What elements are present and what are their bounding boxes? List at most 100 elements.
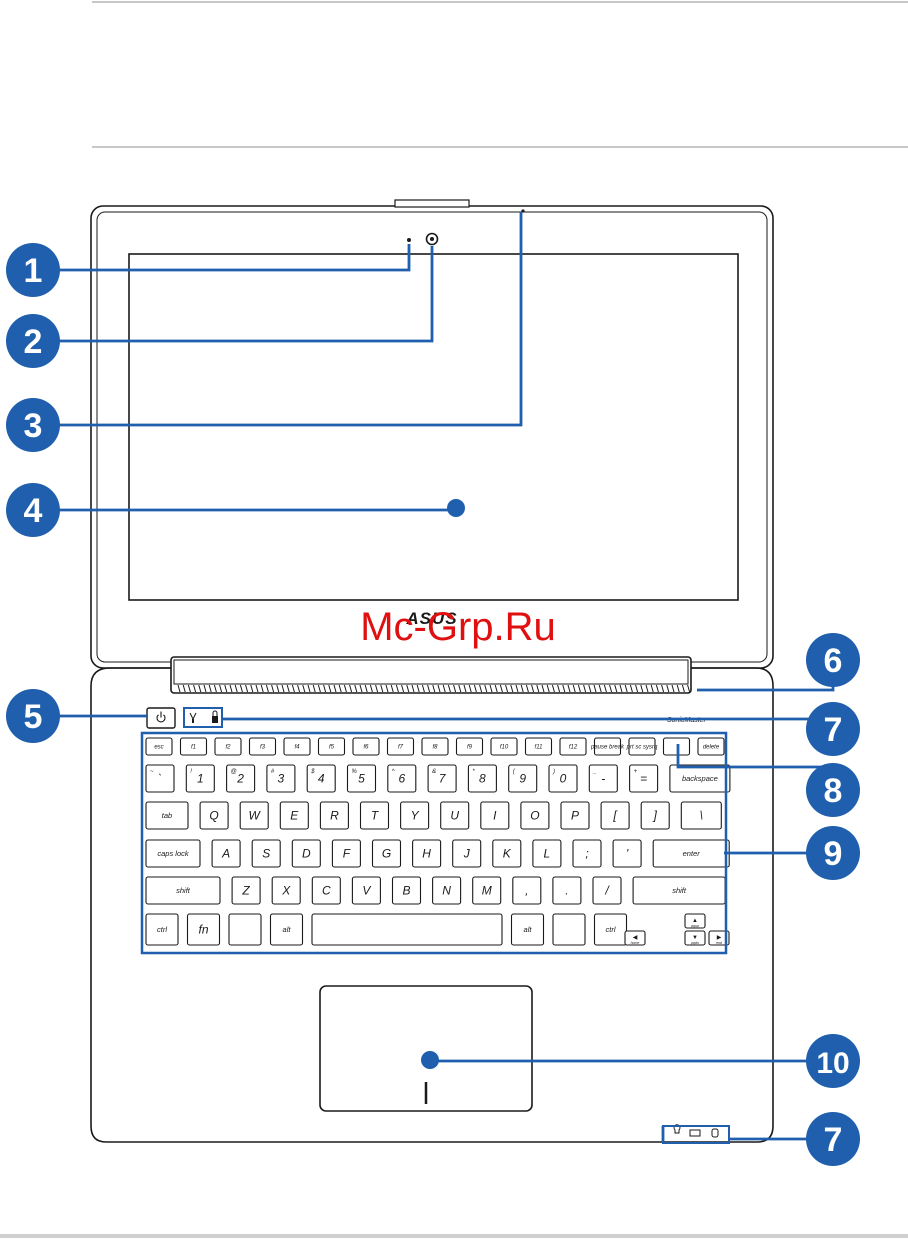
- key-esc[interactable]: esc: [145, 737, 173, 756]
- key-h[interactable]: H: [412, 839, 442, 868]
- key-s[interactable]: S: [251, 839, 281, 868]
- key--[interactable]: `~: [145, 764, 175, 793]
- key-t[interactable]: T: [359, 801, 390, 830]
- key-p[interactable]: P: [560, 801, 590, 830]
- key-label: 2: [236, 772, 244, 786]
- key-f8[interactable]: f8: [421, 737, 449, 756]
- key--[interactable]: ;: [572, 839, 602, 868]
- key--[interactable]: [: [600, 801, 630, 830]
- key-9[interactable]: 9(: [508, 764, 538, 793]
- key-tab[interactable]: tab: [145, 801, 189, 830]
- key--[interactable]: ]: [640, 801, 670, 830]
- key-alt[interactable]: alt: [510, 913, 545, 946]
- key-left[interactable]: ◀home: [624, 930, 646, 946]
- key-y[interactable]: Y: [400, 801, 430, 830]
- key-f11[interactable]: f11: [524, 737, 553, 756]
- key--[interactable]: -_: [588, 764, 618, 793]
- key-z[interactable]: Z: [231, 876, 261, 905]
- key-up[interactable]: ▲pgup: [684, 913, 706, 929]
- key-5[interactable]: 5%: [346, 764, 377, 793]
- key-d[interactable]: D: [291, 839, 321, 868]
- key-label: ;: [585, 847, 588, 861]
- key-alt[interactable]: alt: [269, 913, 304, 946]
- key-label: caps lock: [157, 849, 190, 858]
- key-8[interactable]: 8*: [467, 764, 497, 793]
- key-blank-0-15[interactable]: [662, 737, 691, 756]
- key-n[interactable]: N: [432, 876, 462, 905]
- key-o[interactable]: O: [520, 801, 550, 830]
- key-right[interactable]: ▶end: [708, 930, 730, 946]
- key-q[interactable]: Q: [199, 801, 229, 830]
- key-c[interactable]: C: [311, 876, 341, 905]
- key-v[interactable]: V: [351, 876, 381, 905]
- key-label: Y: [411, 809, 420, 823]
- key-caps-lock[interactable]: caps lock: [145, 839, 201, 868]
- callout-8-splendid-key: 8: [806, 763, 860, 817]
- key-1[interactable]: 1!: [185, 764, 215, 793]
- key-x[interactable]: X: [271, 876, 301, 905]
- key-2[interactable]: 2@: [226, 764, 256, 793]
- key-u[interactable]: U: [440, 801, 470, 830]
- key-ctrl[interactable]: ctrl: [145, 913, 179, 946]
- key-f9[interactable]: f9: [455, 737, 484, 756]
- key-f1[interactable]: f1: [179, 737, 208, 756]
- key-f12[interactable]: f12: [559, 737, 587, 756]
- key-b[interactable]: B: [391, 876, 422, 905]
- key-i[interactable]: I: [480, 801, 510, 830]
- callout-2-camera: 2: [6, 314, 60, 368]
- key-down[interactable]: ▼pgdn: [684, 930, 706, 946]
- key-blank-5-6[interactable]: [552, 913, 586, 946]
- key-ctrl[interactable]: ctrl: [593, 913, 628, 946]
- key-e[interactable]: E: [279, 801, 309, 830]
- key-label: V: [362, 884, 371, 898]
- key-pause-break[interactable]: pause break: [590, 737, 625, 756]
- key--[interactable]: ,: [512, 876, 542, 905]
- key-0[interactable]: 0): [548, 764, 578, 793]
- key--[interactable]: =+: [629, 764, 659, 793]
- key-a[interactable]: A: [211, 839, 241, 868]
- key-g[interactable]: G: [371, 839, 402, 868]
- key-k[interactable]: K: [492, 839, 522, 868]
- key-fn[interactable]: fn: [186, 913, 221, 946]
- key-l[interactable]: L: [532, 839, 562, 868]
- key-prt-sc-sysrq[interactable]: prt sc sysrq: [626, 737, 658, 756]
- key-j[interactable]: J: [452, 839, 482, 868]
- callout-number: 3: [24, 407, 43, 445]
- touchpad[interactable]: [319, 985, 533, 1112]
- key-f[interactable]: F: [331, 839, 361, 868]
- key-3[interactable]: 3#: [266, 764, 296, 793]
- key-f7[interactable]: f7: [386, 737, 415, 756]
- key-f5[interactable]: f5: [317, 737, 346, 756]
- key-f2[interactable]: f2: [214, 737, 242, 756]
- key--[interactable]: ': [612, 839, 642, 868]
- key-6[interactable]: 6^: [387, 764, 417, 793]
- key-shift[interactable]: shift: [145, 876, 221, 905]
- key-f3[interactable]: f3: [248, 737, 277, 756]
- key-f6[interactable]: f6: [352, 737, 380, 756]
- key--[interactable]: \: [680, 801, 722, 830]
- key-w[interactable]: W: [239, 801, 269, 830]
- key-shift[interactable]: shift: [632, 876, 726, 905]
- key-f4[interactable]: f4: [283, 737, 311, 756]
- key-shift-label: *: [472, 769, 475, 775]
- key--[interactable]: .: [552, 876, 582, 905]
- key-backspace[interactable]: backspace: [669, 764, 731, 793]
- key-label: 7: [439, 772, 447, 786]
- key-label: f11: [535, 745, 543, 751]
- key-r[interactable]: R: [319, 801, 349, 830]
- key--[interactable]: /: [592, 876, 622, 905]
- key-4[interactable]: 4$: [306, 764, 336, 793]
- key-delete[interactable]: delete: [697, 737, 725, 756]
- key-enter[interactable]: enter: [652, 839, 730, 868]
- key-f10[interactable]: f10: [490, 737, 518, 756]
- key-7[interactable]: 7&: [427, 764, 457, 793]
- key-label: N: [442, 884, 451, 898]
- callout-number: 8: [824, 772, 843, 810]
- key-label: K: [503, 847, 512, 861]
- display-panel-target-dot: [447, 499, 465, 517]
- key-label: ctrl: [157, 925, 167, 934]
- power-button[interactable]: [146, 707, 176, 729]
- key-m[interactable]: M: [472, 876, 502, 905]
- key-blank-5-4[interactable]: [311, 913, 503, 946]
- key-blank-5-2[interactable]: [228, 913, 262, 946]
